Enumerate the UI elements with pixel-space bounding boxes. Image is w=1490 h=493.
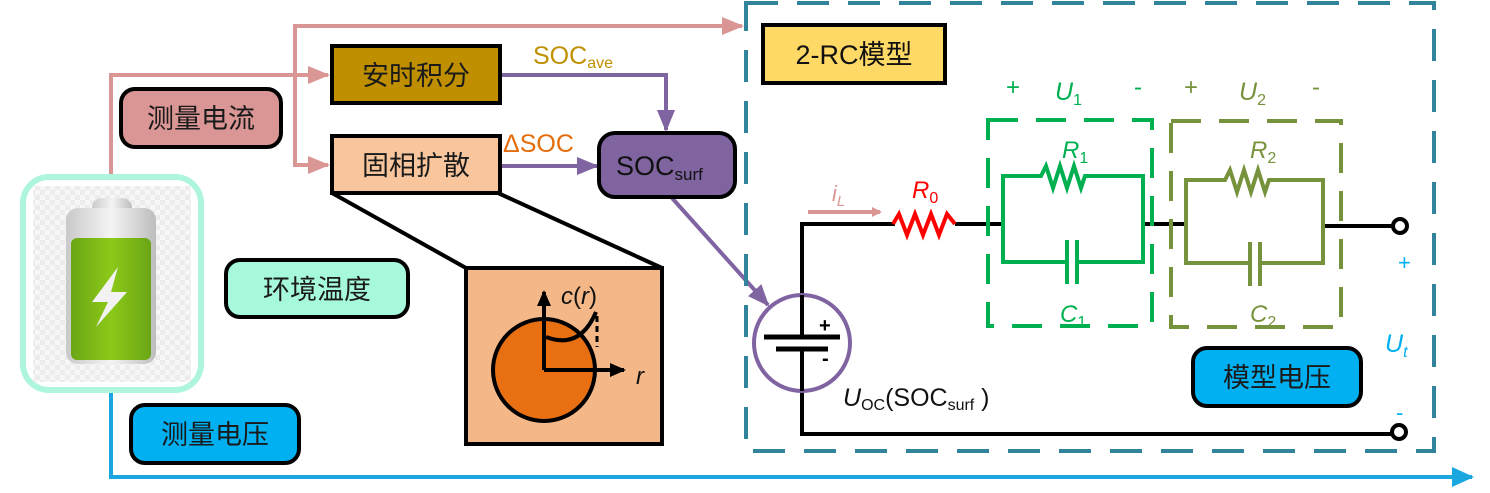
soc-ave-label: SOCave <box>533 42 613 72</box>
u1-plus: + <box>1006 74 1020 101</box>
r2-label: R2 <box>1250 137 1276 167</box>
wire-main-bottom <box>800 384 1393 436</box>
ocv-source: + - <box>752 293 852 393</box>
battery-icon <box>20 174 204 393</box>
soc-surf-box: SOCsurf <box>597 131 737 199</box>
rc2-boundary <box>1169 119 1343 329</box>
lightning-bolt-icon <box>92 267 127 327</box>
capacitor-c1-wire-right <box>1079 224 1145 264</box>
u2-minus: - <box>1312 74 1320 101</box>
c1-label: C1 <box>1060 301 1086 331</box>
resistor-r0 <box>891 208 957 241</box>
u1-minus: - <box>1134 74 1142 101</box>
r-axis-label: r <box>636 363 645 390</box>
soc-ave-arrow <box>500 73 675 132</box>
model-title-box: 2-RC模型 <box>761 23 947 85</box>
u2-plus: + <box>1184 74 1198 101</box>
rc1-boundary <box>986 118 1154 328</box>
model-boundary <box>744 1 1436 453</box>
ut-plus: + <box>1398 250 1411 275</box>
u2-label: U2 <box>1239 78 1266 109</box>
soc-surf-text: SOCsurf <box>616 151 703 184</box>
solid-diffusion-box: 固相扩散 <box>330 134 502 195</box>
capacitor-c2-wire-right <box>1262 226 1325 265</box>
resistor-r2 <box>1184 163 1325 226</box>
zoom-line-right <box>497 191 663 270</box>
current-line-to-ah <box>109 66 330 180</box>
c2-label: C2 <box>1250 301 1276 331</box>
resistor-r1 <box>1001 159 1145 224</box>
terminal-positive <box>1391 217 1409 235</box>
concentration-profile-curve <box>545 311 598 343</box>
ambient-temp-text: 环境温度 <box>263 275 371 306</box>
source-plus: + <box>819 315 831 337</box>
current-line-to-model <box>293 17 744 75</box>
ambient-temp-label: 环境温度 <box>224 258 410 319</box>
measure-current-label: 测量电流 <box>119 87 283 149</box>
r0-label: R0 <box>912 177 938 207</box>
particle-diffusion-detail: c(r) r <box>464 266 664 446</box>
current-line-to-diffusion <box>293 75 330 174</box>
source-minus: - <box>822 348 829 370</box>
u1-label: U1 <box>1055 78 1082 109</box>
model-voltage-label: 模型电压 <box>1191 346 1363 408</box>
soc-surf-to-source-arrow <box>670 196 770 307</box>
ut-label: Ut <box>1385 330 1408 361</box>
uoc-label: UOC(SOCsurf ) <box>843 384 990 414</box>
ut-minus: - <box>1396 400 1403 425</box>
capacitor-c2-wire-left <box>1184 226 1248 265</box>
measure-voltage-text: 测量电压 <box>161 420 269 451</box>
delta-soc-label: ΔSOC <box>503 130 574 158</box>
solid-diffusion-text: 固相扩散 <box>362 151 470 182</box>
capacitor-c1-wire-left <box>1001 224 1065 264</box>
measure-voltage-label: 测量电压 <box>129 403 301 465</box>
wire-main-left <box>800 222 895 305</box>
model-voltage-text: 模型电压 <box>1223 363 1331 394</box>
il-label: iL <box>832 181 845 210</box>
measure-current-text: 测量电流 <box>147 104 255 135</box>
zoom-line-left <box>331 191 467 270</box>
r1-label: R1 <box>1062 137 1088 167</box>
rc2-network: R2 C2 + U2 - <box>1169 74 1343 331</box>
terminal-negative <box>1390 423 1408 441</box>
model-title-text: 2-RC模型 <box>795 40 912 70</box>
rc1-network: R1 C1 + U1 - <box>986 74 1154 331</box>
ah-integration-text: 安时积分 <box>362 61 470 92</box>
voltage-line <box>109 390 1474 487</box>
c-of-r-label: c(r) <box>561 283 597 310</box>
ah-integration-box: 安时积分 <box>330 44 502 105</box>
